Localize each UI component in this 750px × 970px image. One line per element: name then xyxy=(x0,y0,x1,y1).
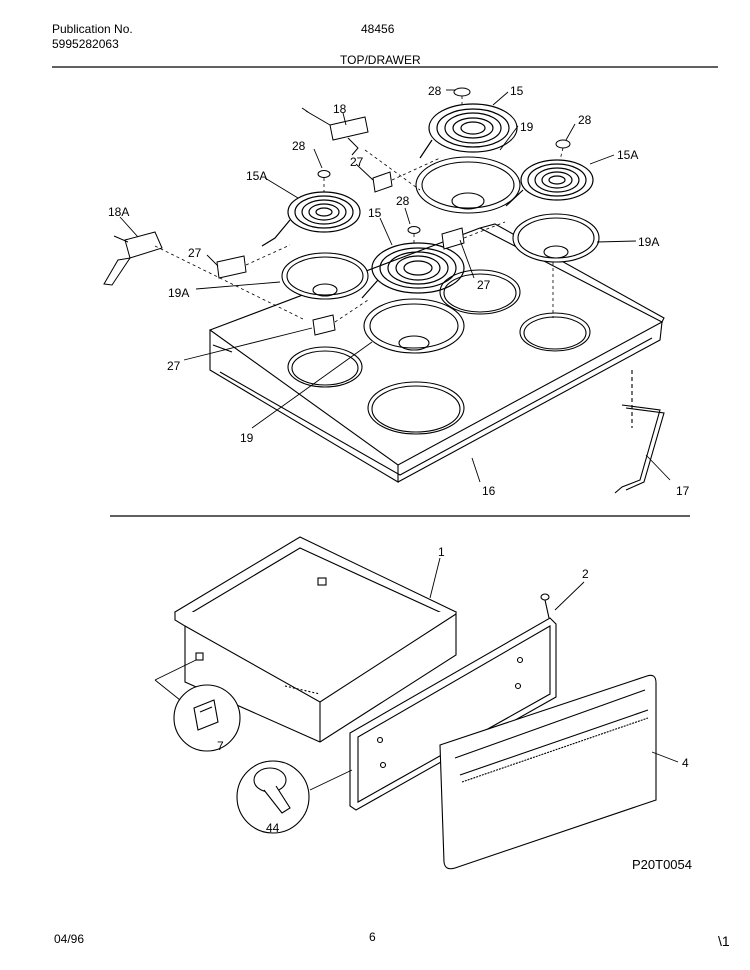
assembly-lines xyxy=(154,96,564,323)
publication-label: Publication No. xyxy=(52,22,133,36)
receptacle-27 xyxy=(216,171,465,336)
publication-number: 5995282063 xyxy=(52,37,119,51)
callout-28-right: 28 xyxy=(578,113,592,127)
surface-element-15-rear xyxy=(419,103,518,159)
callout-27-center: 27 xyxy=(477,278,491,292)
callout-28-rear: 28 xyxy=(428,84,442,98)
drip-bowl-19A-right xyxy=(512,213,600,263)
leader-lines-lower xyxy=(154,557,679,791)
callout-16: 16 xyxy=(482,484,496,498)
callout-28-left: 28 xyxy=(292,139,306,153)
callout-44: 44 xyxy=(266,821,280,835)
drip-bowl-19-front xyxy=(363,298,465,354)
model-number: 48456 xyxy=(361,22,395,36)
callout-4: 4 xyxy=(682,756,689,770)
callout-15A-left: 15A xyxy=(246,169,267,183)
surface-element-15A-left xyxy=(261,191,361,247)
callout-19A-right: 19A xyxy=(638,235,659,249)
callout-27-front: 27 xyxy=(167,359,181,373)
footer-date: 04/96 xyxy=(54,932,85,946)
callout-2: 2 xyxy=(582,567,589,581)
callout-18A: 18A xyxy=(108,205,129,219)
support-rod-17 xyxy=(614,370,665,494)
leader-lines-upper xyxy=(119,89,671,483)
drip-bowl-19-rear xyxy=(415,156,521,214)
callout-17: 17 xyxy=(676,484,690,498)
page-number: 6 xyxy=(369,930,376,944)
drawing-code: P20T0054 xyxy=(632,857,692,872)
callout-28-center: 28 xyxy=(396,194,410,208)
bracket-18A xyxy=(103,231,163,286)
drawer-panel-2 xyxy=(349,593,557,811)
callout-15-center: 15 xyxy=(368,206,382,220)
surface-element-15-center xyxy=(361,242,465,299)
footer-mark: \1 xyxy=(718,933,730,949)
callout-19A-left: 19A xyxy=(168,286,189,300)
callout-27-rear: 27 xyxy=(350,155,364,169)
callout-15-rear: 15 xyxy=(510,84,524,98)
callout-15A-right: 15A xyxy=(617,148,638,162)
callout-27-left: 27 xyxy=(188,246,202,260)
callout-19-front: 19 xyxy=(240,431,254,445)
callout-7: 7 xyxy=(217,739,224,753)
trim-ring-28 xyxy=(317,87,571,234)
section-title: TOP/DRAWER xyxy=(340,53,421,67)
callout-18: 18 xyxy=(333,102,347,116)
drawer-front-4 xyxy=(439,674,657,870)
drip-bowl-19A-left xyxy=(281,252,369,300)
bracket-18 xyxy=(301,107,369,156)
callout-1: 1 xyxy=(438,545,445,559)
surface-element-15A-right xyxy=(505,159,594,207)
callout-19-rear: 19 xyxy=(520,120,534,134)
drawer-body-1 xyxy=(173,536,458,743)
detail-circle-7 xyxy=(173,684,241,752)
detail-circle-44 xyxy=(236,760,310,834)
